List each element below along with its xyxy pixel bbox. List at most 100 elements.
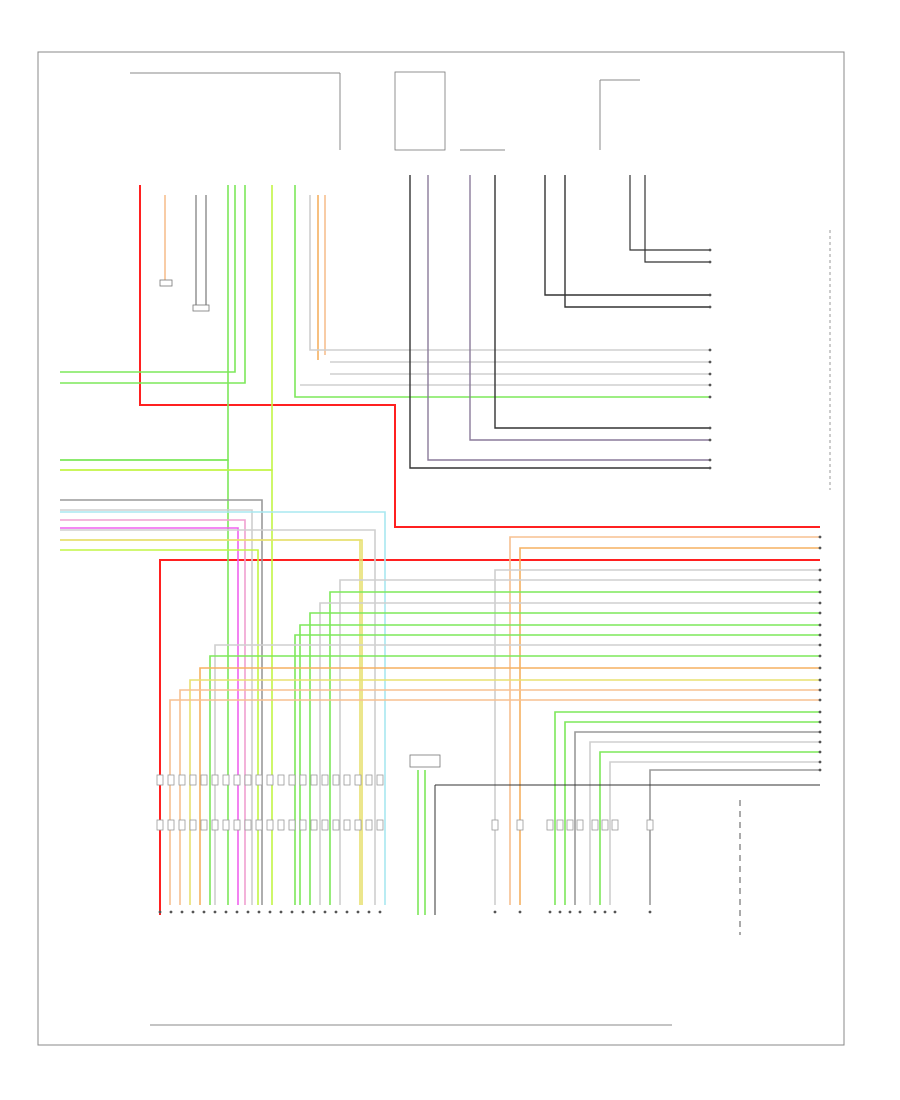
module-pin: [708, 438, 712, 442]
connector-cavity: [233, 819, 241, 831]
wire-right-bus: [509, 536, 820, 905]
wire-right-bus: [294, 634, 820, 905]
connector-pin: [312, 910, 316, 914]
connector-cavity: [376, 774, 384, 786]
connector-pin: [367, 910, 371, 914]
connector-cavity: [546, 819, 554, 831]
wire-right-bus: [649, 769, 820, 905]
connector-cavity: [277, 774, 285, 786]
connector-cavity: [167, 819, 175, 831]
module-pin: [818, 750, 822, 754]
wire-right-bus: [209, 655, 820, 905]
connector-cavity: [611, 819, 619, 831]
connector-cavity: [343, 819, 351, 831]
wire-left-bus: [60, 509, 253, 905]
connector-pin: [169, 910, 173, 914]
module-pin: [818, 730, 822, 734]
connector-pin: [279, 910, 283, 914]
wire-left-bus: [60, 549, 259, 905]
module-pin: [818, 720, 822, 724]
module-pin: [818, 590, 822, 594]
wire-right-bus: [574, 731, 820, 905]
module-pin: [708, 293, 712, 297]
module-pin: [818, 578, 822, 582]
wire-dark: [564, 175, 710, 308]
connector-pin: [246, 910, 250, 914]
module-pin: [818, 535, 822, 539]
connector-pin: [257, 910, 261, 914]
module-pin: [708, 348, 712, 352]
connector-cavity: [646, 819, 654, 831]
wire-right-bus: [609, 761, 820, 905]
wire-left-bus: [60, 527, 239, 905]
connector-cavity: [244, 819, 252, 831]
wire-light: [60, 529, 376, 905]
wire-right-bus: [199, 667, 820, 905]
module-pin: [818, 611, 822, 615]
connector-cavity: [156, 774, 164, 786]
wire-right-bus: [494, 569, 820, 905]
wire-right-bus: [564, 721, 820, 905]
connector-pin: [518, 910, 522, 914]
connector-pin: [603, 910, 607, 914]
wire-left-bus: [60, 469, 273, 905]
module-pin: [708, 426, 712, 430]
module-pin: [818, 688, 822, 692]
wire-green: [60, 185, 236, 373]
connector-cavity: [222, 774, 230, 786]
connector-cavity: [200, 819, 208, 831]
connector-pin: [648, 910, 652, 914]
connector-pin: [323, 910, 327, 914]
diagram-frame: [37, 51, 845, 1046]
top-module-box: [394, 71, 446, 151]
module-pin: [708, 360, 712, 364]
connector-cavity: [266, 774, 274, 786]
module-pin: [818, 678, 822, 682]
connector: [192, 304, 210, 312]
module-pin: [708, 466, 712, 470]
connector-cavity: [321, 819, 329, 831]
connector-cavity: [288, 774, 296, 786]
wire-green: [294, 185, 710, 398]
wire-right-bus: [214, 644, 820, 905]
connector-pin: [593, 910, 597, 914]
wire-right-bus: [179, 689, 820, 905]
connector-cavity: [211, 774, 219, 786]
connector-cavity: [601, 819, 609, 831]
connector-cavity: [288, 819, 296, 831]
wire-right-bus: [599, 751, 820, 905]
connector-pin: [268, 910, 272, 914]
connector-cavity: [189, 774, 197, 786]
module-pin: [708, 260, 712, 264]
connector: [159, 279, 173, 287]
connector-cavity: [376, 819, 384, 831]
connector-pin: [191, 910, 195, 914]
module-pin: [708, 372, 712, 376]
wire-right-bus: [554, 711, 820, 905]
connector-cavity: [178, 819, 186, 831]
connector-cavity: [299, 819, 307, 831]
wire-right-bus: [299, 624, 820, 905]
connector-pin: [213, 910, 217, 914]
connector-cavity: [556, 819, 564, 831]
connector-cavity: [321, 774, 329, 786]
connector-cavity: [266, 819, 274, 831]
connector-cavity: [310, 819, 318, 831]
module-pin: [818, 601, 822, 605]
wire-left-bus: [60, 539, 363, 905]
connector-cavity: [365, 774, 373, 786]
connector-cavity: [222, 819, 230, 831]
connector-cavity: [244, 774, 252, 786]
connector-pin: [578, 910, 582, 914]
module-pin: [708, 395, 712, 399]
wire-right-bus: [169, 699, 820, 905]
wire-dark: [427, 175, 710, 461]
connector-cavity: [516, 819, 524, 831]
wire-red-feed: [159, 559, 820, 915]
connector-pin: [158, 910, 162, 914]
module-pin: [818, 568, 822, 572]
connector-cavity: [200, 774, 208, 786]
module-pin: [708, 383, 712, 387]
wire-dark: [469, 175, 710, 441]
